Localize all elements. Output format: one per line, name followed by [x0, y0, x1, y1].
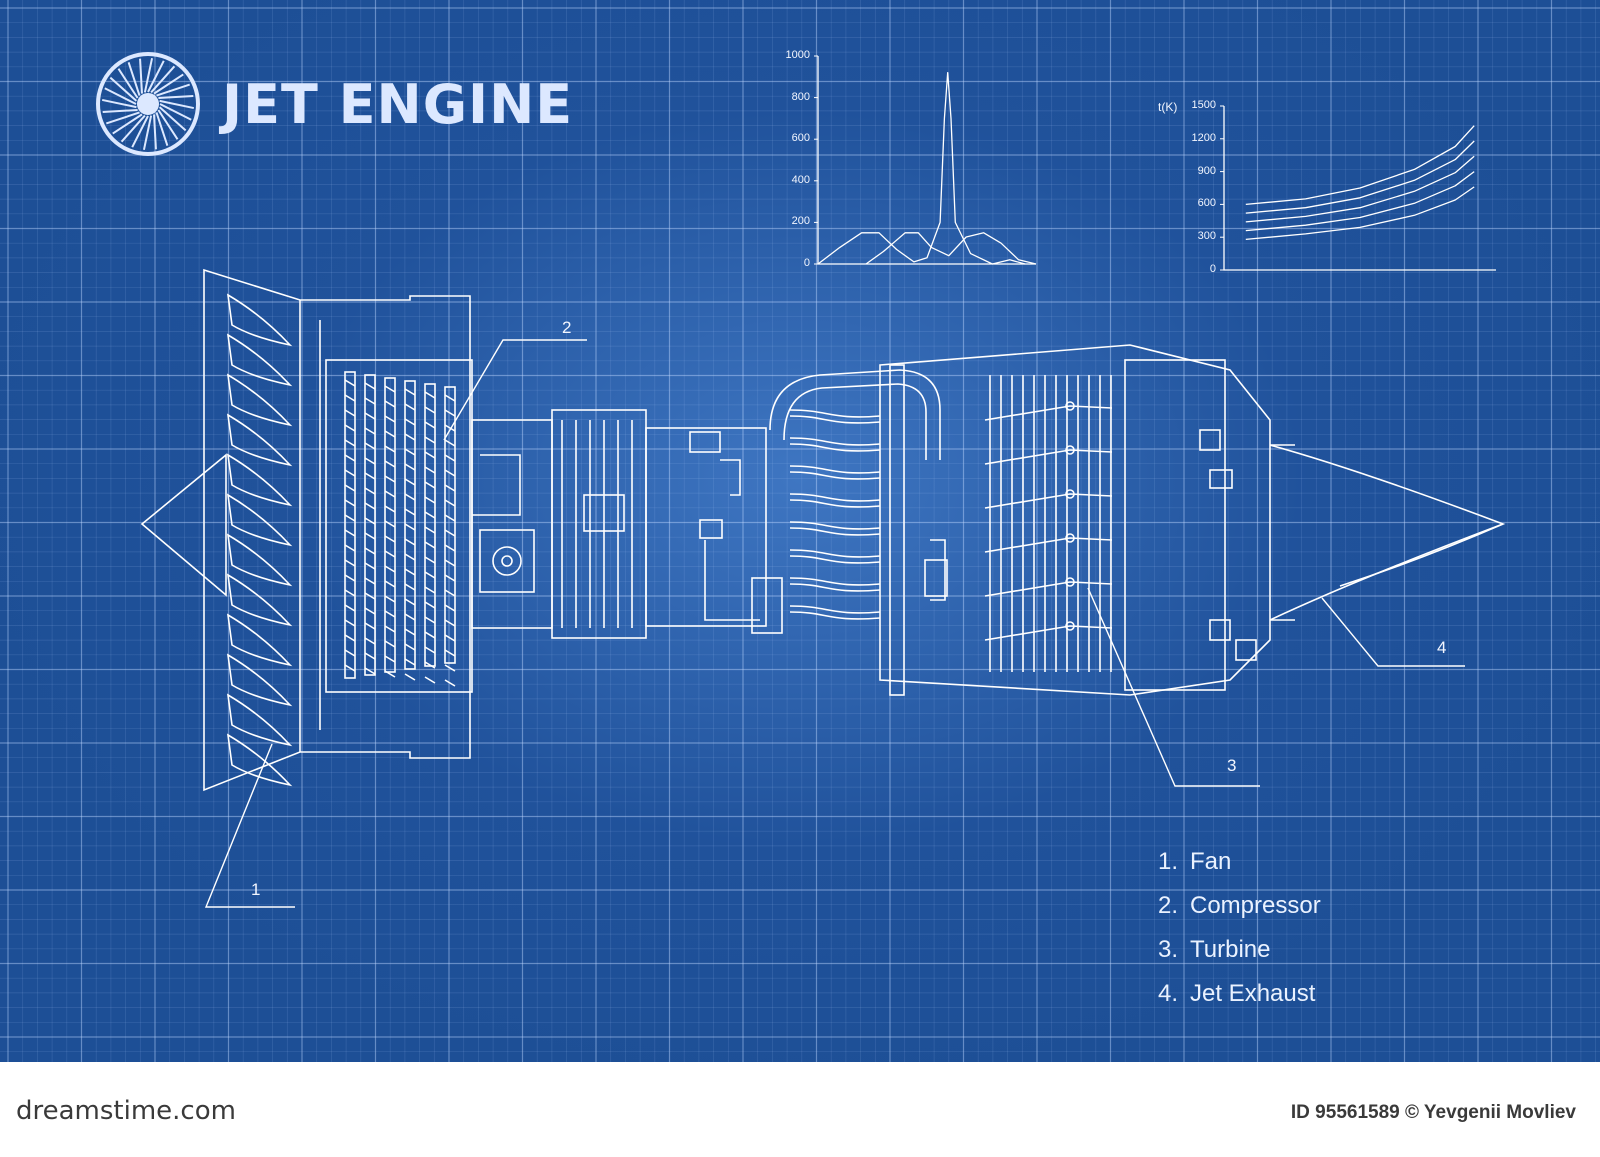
page-title: JET ENGINE [222, 73, 574, 136]
chart-2-ylabel: t(K) [1158, 100, 1178, 114]
callout-line-2 [443, 339, 587, 441]
chart-tick-label: 200 [791, 215, 810, 228]
chart-tick-label: 0 [1209, 263, 1216, 275]
chart-2 [1220, 105, 1496, 271]
chart-series-line-2 [865, 232, 1037, 265]
callout-line-4 [1321, 597, 1465, 667]
legend-item-fan: 1.Fan [1158, 848, 1232, 875]
fan-blades [226, 293, 293, 787]
shaft-housing [471, 419, 553, 629]
legend-item-jet-exhaust: 4.Jet Exhaust [1158, 980, 1316, 1007]
callout-number-2: 2 [562, 318, 572, 337]
compressor-stages [344, 371, 456, 687]
nose-cone [140, 453, 227, 597]
chart-tick-label: 1500 [1191, 99, 1216, 111]
chart-series-line-1 [1245, 125, 1475, 206]
chart-tick-label: 600 [1197, 197, 1216, 210]
chart-tick-label: 800 [791, 90, 810, 103]
chart-series-line-4 [1245, 171, 1475, 232]
footer-bar: dreamstime.com ID 95561589 © Yevgenii Mo… [0, 1062, 1600, 1157]
fuel-pipes [769, 364, 948, 696]
chart-tick-label: 600 [791, 132, 810, 145]
callout-number-1: 1 [251, 880, 261, 899]
chart-series-line-5 [1245, 186, 1475, 241]
chart-series-line-3 [1245, 155, 1475, 223]
chart-series-line-1 [817, 71, 1026, 265]
blueprint-canvas: JET ENGINE 1 2 3 4 1000 800 600 400 200 0 150… [0, 0, 1600, 1062]
footer-credit: ID 95561589 © Yevgenii Movliev [1290, 1102, 1576, 1123]
turbine-casing [879, 344, 1271, 696]
exhaust-cone [1269, 444, 1506, 621]
footer-brand: dreamstime.com [16, 1096, 236, 1126]
chart-tick-label: 1000 [785, 49, 810, 61]
fan-logo-icon [96, 52, 200, 156]
chart-1 [814, 55, 1037, 265]
chart-tick-label: 0 [803, 257, 810, 269]
chart-series-line-2 [1245, 140, 1475, 214]
callout-number-4: 4 [1437, 638, 1447, 657]
blueprint-drawing [0, 0, 1600, 1062]
jet-engine-drawing [140, 268, 1506, 792]
turbine-ribs [984, 375, 1113, 672]
core-casing [645, 427, 767, 627]
chart-tick-label: 900 [1197, 164, 1216, 177]
legend-item-turbine: 3.Turbine [1158, 936, 1271, 963]
compressor-housing [325, 359, 473, 693]
chart-axis [817, 56, 1036, 265]
chart-tick-label: 300 [1197, 230, 1216, 243]
grid-lines [0, 0, 1600, 1062]
callout-line-1 [204, 743, 295, 908]
chart-tick-label: 400 [791, 173, 810, 186]
legend-item-compressor: 2.Compressor [1158, 892, 1321, 919]
chart-tick-label: 1200 [1191, 131, 1216, 144]
callout-line-3 [1087, 587, 1260, 787]
callout-number-3: 3 [1227, 756, 1237, 775]
callout-lines [204, 339, 1465, 908]
